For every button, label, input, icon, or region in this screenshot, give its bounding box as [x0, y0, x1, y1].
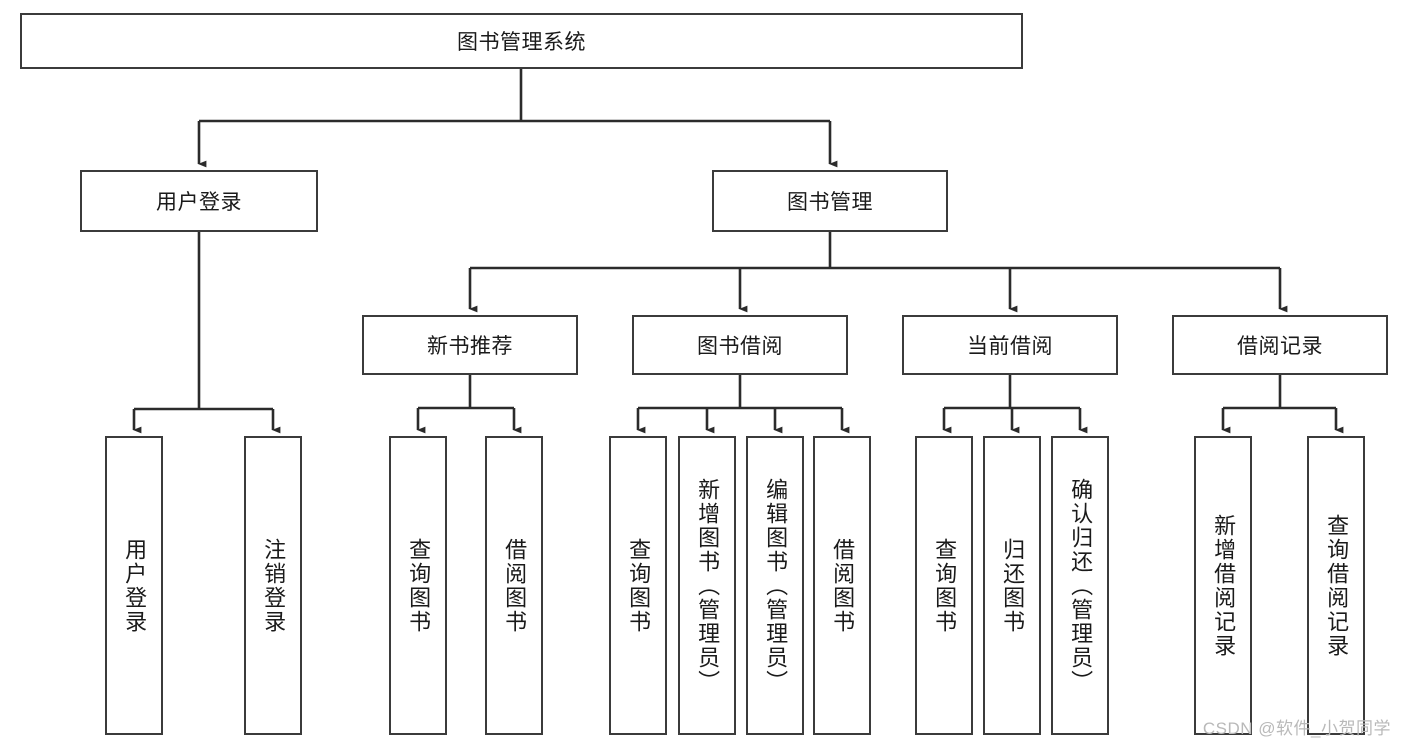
node-leaf-add-borrow-record[interactable]: 新增借阅记录 — [1194, 436, 1252, 735]
node-label: 确认归还（管理员） — [1068, 477, 1094, 694]
node-label: 编辑图书（管理员） — [763, 477, 789, 694]
node-label: 用户登录 — [156, 191, 242, 214]
node-label: 查询借阅记录 — [1324, 513, 1350, 658]
node-label: 借阅图书 — [502, 537, 528, 634]
node-user-login[interactable]: 用户登录 — [80, 170, 318, 232]
watermark: CSDN @软件_小贺同学 — [1202, 719, 1391, 738]
node-leaf-query-borrow-record[interactable]: 查询借阅记录 — [1307, 436, 1365, 735]
node-borrow-record[interactable]: 借阅记录 — [1172, 315, 1388, 375]
node-leaf-borrow-book[interactable]: 借阅图书 — [813, 436, 871, 735]
node-leaf-query-book-borrow[interactable]: 查询图书 — [609, 436, 667, 735]
node-label: 图书管理 — [787, 191, 873, 214]
node-leaf-borrow-book-recommend[interactable]: 借阅图书 — [485, 436, 543, 735]
node-label: 用户登录 — [122, 537, 148, 634]
node-label: 新书推荐 — [427, 335, 513, 358]
node-label: 图书管理系统 — [457, 31, 586, 54]
node-new-book-recommend[interactable]: 新书推荐 — [362, 315, 578, 375]
node-leaf-add-book-admin[interactable]: 新增图书（管理员） — [678, 436, 736, 735]
node-label: 新增借阅记录 — [1211, 513, 1237, 658]
node-label: 新增图书（管理员） — [695, 477, 721, 694]
node-leaf-edit-book-admin[interactable]: 编辑图书（管理员） — [746, 436, 804, 735]
node-leaf-return-book[interactable]: 归还图书 — [983, 436, 1041, 735]
node-leaf-user-login[interactable]: 用户登录 — [105, 436, 163, 735]
node-label: 归还图书 — [1000, 537, 1026, 634]
node-leaf-query-book-recommend[interactable]: 查询图书 — [389, 436, 447, 735]
node-label: 借阅图书 — [830, 537, 856, 634]
node-book-management[interactable]: 图书管理 — [712, 170, 948, 232]
node-root-book-management-system[interactable]: 图书管理系统 — [20, 13, 1023, 69]
node-label: 当前借阅 — [967, 335, 1053, 358]
node-current-borrow[interactable]: 当前借阅 — [902, 315, 1118, 375]
node-label: 查询图书 — [932, 537, 958, 634]
node-book-borrow[interactable]: 图书借阅 — [632, 315, 848, 375]
node-leaf-query-book-current[interactable]: 查询图书 — [915, 436, 973, 735]
node-leaf-confirm-return-admin[interactable]: 确认归还（管理员） — [1051, 436, 1109, 735]
node-leaf-logout[interactable]: 注销登录 — [244, 436, 302, 735]
node-label: 图书借阅 — [697, 335, 783, 358]
node-label: 借阅记录 — [1237, 335, 1323, 358]
node-label: 查询图书 — [626, 537, 652, 634]
node-label: 注销登录 — [261, 537, 287, 634]
node-label: 查询图书 — [406, 537, 432, 634]
